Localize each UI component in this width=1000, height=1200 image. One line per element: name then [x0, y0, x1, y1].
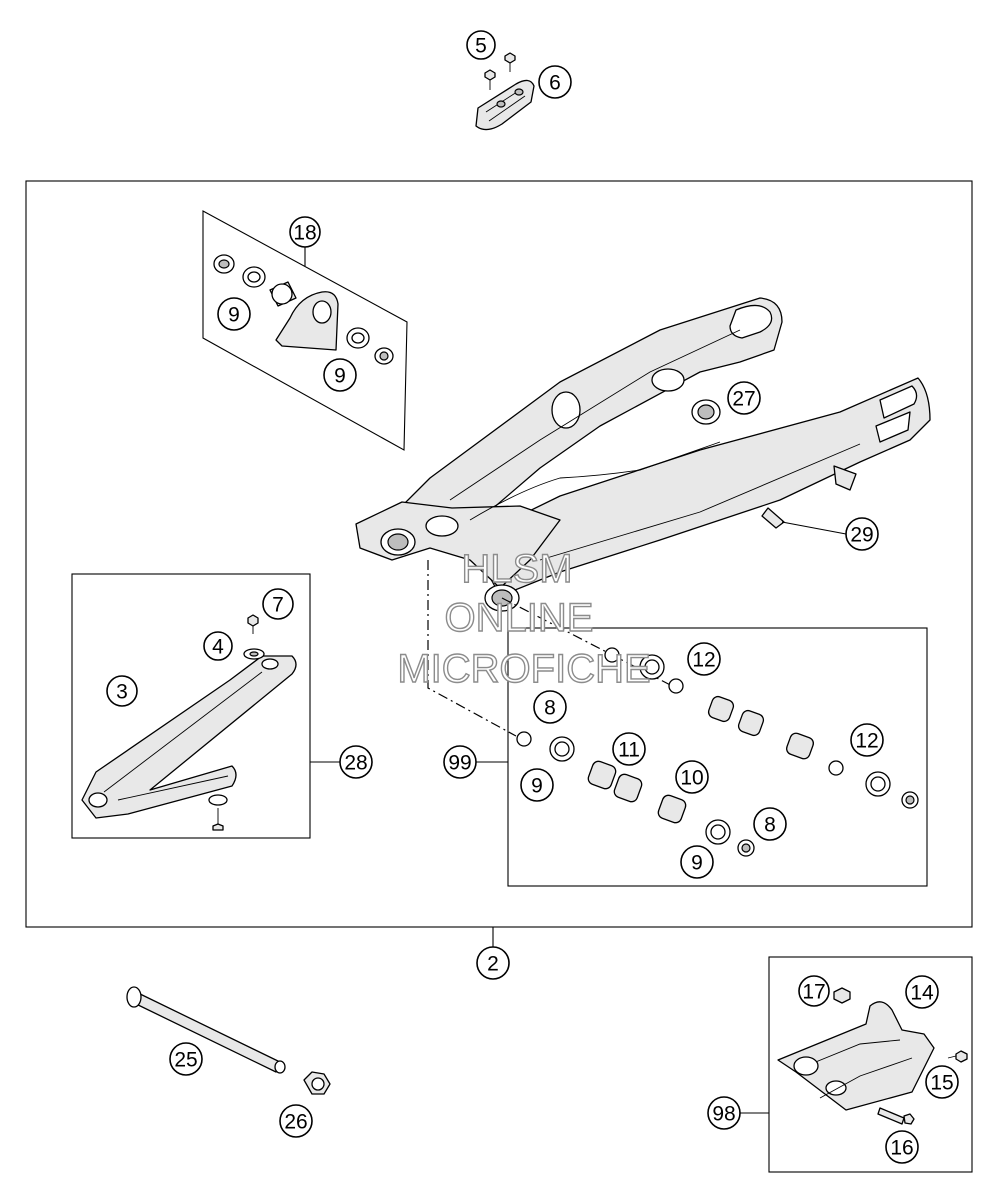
part-nut-26	[303, 1071, 331, 1095]
callout-26: 26	[279, 1104, 313, 1138]
svg-text:11: 11	[618, 739, 640, 762]
svg-text:5: 5	[475, 35, 487, 58]
part-axle-25	[126, 986, 286, 1074]
callout-9-a: 9	[217, 297, 251, 331]
callout-25: 25	[169, 1042, 203, 1076]
callout-9-b: 9	[323, 358, 357, 392]
part-bolt-16	[877, 1107, 915, 1125]
svg-text:15: 15	[930, 1072, 953, 1095]
callout-8-b: 8	[753, 807, 787, 841]
svg-text:2: 2	[487, 953, 499, 976]
svg-text:29: 29	[850, 524, 873, 547]
svg-text:17: 17	[802, 981, 825, 1004]
callout-27: 27	[727, 381, 761, 415]
callout-18: 18	[289, 216, 321, 248]
bearing-kit-18-frame	[202, 210, 408, 451]
part-bracket-6	[475, 79, 535, 131]
callout-2: 2	[476, 946, 510, 980]
axis-line-left	[427, 560, 517, 737]
watermark-line-2: ONLINE	[445, 596, 594, 640]
callout-99: 99	[443, 745, 477, 779]
callout-11: 11	[612, 732, 646, 766]
svg-text:28: 28	[344, 752, 367, 775]
svg-text:6: 6	[549, 72, 561, 95]
svg-text:10: 10	[680, 767, 703, 790]
part-nut-17	[833, 987, 851, 1004]
svg-text:14: 14	[910, 982, 934, 1005]
svg-text:4: 4	[212, 636, 224, 659]
callout-14: 14	[905, 975, 939, 1009]
callout-29: 29	[845, 517, 879, 551]
chain-slider-28-frame	[71, 573, 311, 839]
callout-9-d: 9	[680, 845, 714, 879]
callout-3: 3	[106, 675, 138, 707]
bearing-set-99-parts	[516, 647, 919, 857]
svg-text:9: 9	[691, 852, 703, 875]
callout-16: 16	[885, 1130, 919, 1164]
callout-4: 4	[203, 631, 233, 661]
callout-28: 28	[339, 745, 373, 779]
leader-29	[781, 521, 847, 535]
bearing-set-99-frame	[507, 627, 928, 887]
svg-text:7: 7	[272, 594, 284, 617]
chain-guide-98-frame	[768, 956, 973, 1173]
part-chain-slider-3	[81, 655, 297, 819]
svg-text:16: 16	[890, 1137, 913, 1160]
watermark-line-1: HLSM	[461, 547, 572, 591]
callout-17: 17	[798, 975, 830, 1007]
svg-text:9: 9	[228, 304, 240, 327]
part-swingarm	[355, 297, 931, 612]
callout-9-c: 9	[520, 768, 554, 802]
svg-text:18: 18	[293, 222, 316, 245]
svg-text:25: 25	[174, 1049, 197, 1072]
callout-12-b: 12	[850, 723, 884, 757]
part-screw-slider	[208, 794, 228, 831]
watermark: HLSM ONLINE MICROFICHE	[397, 546, 652, 691]
callout-12-a: 12	[687, 642, 721, 676]
part-screw-15	[947, 1050, 968, 1063]
svg-text:3: 3	[116, 681, 128, 704]
callout-15: 15	[925, 1065, 959, 1099]
svg-text:98: 98	[712, 1103, 735, 1126]
svg-text:12: 12	[855, 730, 878, 753]
callout-7: 7	[262, 588, 294, 620]
svg-text:99: 99	[448, 752, 471, 775]
bearing-kit-18-parts	[213, 254, 394, 365]
callout-8-a: 8	[533, 690, 567, 724]
part-bushing-27	[691, 399, 721, 425]
part-screw-7	[247, 614, 259, 634]
part-washer-4	[243, 648, 265, 660]
svg-text:27: 27	[732, 388, 755, 411]
svg-text:9: 9	[531, 775, 543, 798]
svg-text:8: 8	[764, 814, 776, 837]
svg-text:8: 8	[544, 697, 556, 720]
watermark-line-3: MICROFICHE	[397, 647, 650, 691]
callout-5: 5	[466, 30, 496, 60]
callout-10: 10	[675, 760, 709, 794]
part-bolt-5	[484, 52, 516, 90]
part-chain-guide-14	[777, 1001, 935, 1111]
svg-text:26: 26	[284, 1111, 307, 1134]
callout-6: 6	[538, 65, 572, 99]
svg-text:12: 12	[692, 649, 715, 672]
svg-text:9: 9	[334, 365, 346, 388]
swingarm-assembly-frame	[25, 180, 973, 928]
callout-98: 98	[707, 1096, 741, 1130]
